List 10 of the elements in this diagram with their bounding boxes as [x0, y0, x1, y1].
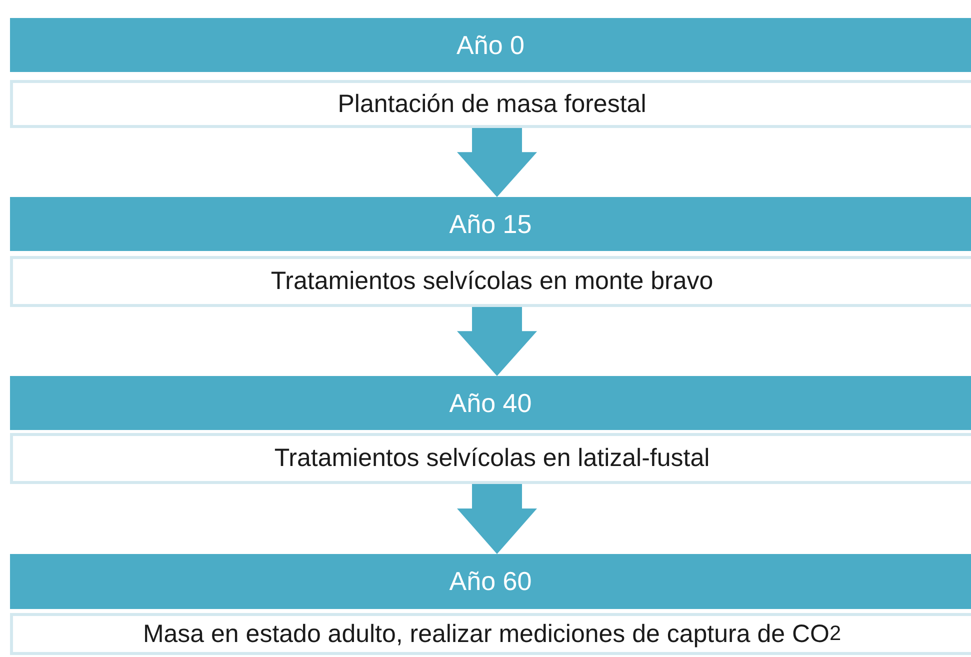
year-header: Año 0	[10, 18, 971, 72]
stage-description: Plantación de masa forestal	[10, 80, 971, 128]
block-arrow	[457, 307, 537, 376]
year-header: Año 60	[10, 554, 971, 609]
year-header: Año 15	[10, 197, 971, 251]
stage-description: Tratamientos selvícolas en latizal-fustal	[10, 433, 971, 484]
block-arrow	[457, 128, 537, 197]
year-header: Año 40	[10, 376, 971, 430]
block-arrow	[457, 484, 537, 554]
stage-description: Tratamientos selvícolas en monte bravo	[10, 256, 971, 307]
